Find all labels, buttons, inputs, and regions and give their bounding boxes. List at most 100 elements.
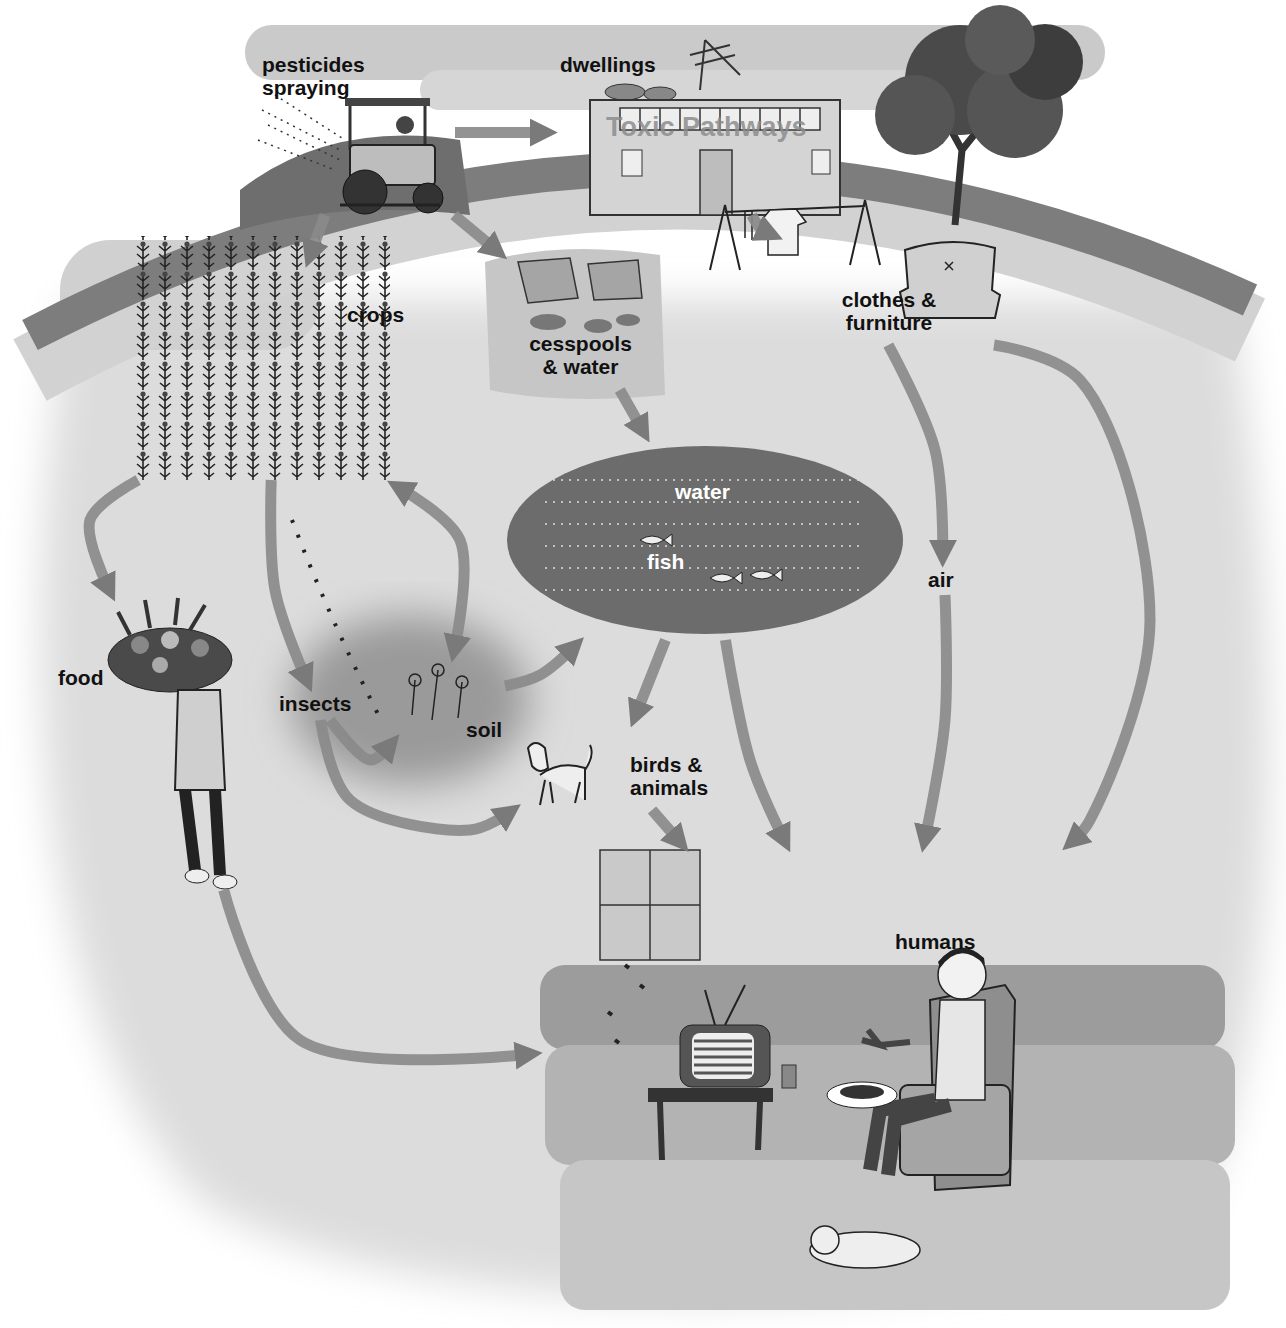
node-label: pesticides spraying [262, 53, 377, 99]
node-label: insects [279, 692, 359, 715]
node-label: air [928, 568, 968, 591]
node-label: humans [895, 930, 985, 953]
pathway-arrow [330, 720, 389, 760]
tv-table [648, 1088, 773, 1102]
food-item [152, 657, 168, 673]
fish-icon [640, 534, 672, 546]
pathway-node: pesticides spraying [255, 50, 455, 215]
insect-trail [292, 520, 382, 722]
pond-ripple [545, 567, 865, 569]
food-basket [108, 628, 232, 692]
carrier-legs [185, 790, 220, 875]
tractor-wheel [413, 183, 443, 213]
pond-ripple [545, 523, 865, 525]
window-frame [600, 850, 700, 960]
node-label: clothes & furniture [833, 288, 945, 334]
tractor-plough [340, 204, 440, 207]
spray-mist [258, 95, 345, 170]
node-label: soil [466, 718, 511, 741]
cesspool-puddle [616, 314, 640, 326]
pathway-arrow [652, 810, 678, 839]
pathway-arrow [725, 640, 782, 837]
food-item [161, 631, 179, 649]
pathway-arrow [89, 480, 138, 586]
pathway-node: air [920, 565, 970, 595]
pond-node: water fish [505, 440, 905, 640]
node-label: cesspools & water [523, 332, 638, 378]
fish-icon [750, 569, 782, 581]
pathway-node: cesspools & water [505, 250, 655, 390]
boy-shirt [935, 1000, 985, 1100]
armchair-stitch [945, 262, 953, 270]
dog-head [528, 743, 548, 771]
table-legs [660, 1102, 760, 1160]
pond-water [507, 446, 903, 634]
node-label: fish [647, 550, 697, 573]
node-label: water [675, 480, 755, 503]
boy-legs [870, 1100, 950, 1175]
pathway-arrow [402, 489, 465, 646]
pathway-node: insects [275, 690, 355, 720]
room-wall [540, 965, 1225, 1050]
pathway-arrow [455, 127, 541, 138]
pathway-node: food [55, 600, 245, 890]
pathway-node: dwellings [555, 50, 845, 215]
pathway-arrow [311, 215, 324, 252]
tv-set [680, 1025, 770, 1087]
house-window [622, 150, 642, 176]
clothesline [710, 200, 880, 270]
pathway-node: crops [125, 265, 410, 480]
tractor-wheel [343, 170, 387, 214]
house-door [700, 150, 732, 215]
pond-ripple [545, 545, 865, 547]
crop-field [128, 236, 390, 481]
carrier-shoe [213, 875, 237, 889]
pathway-arrow [637, 640, 665, 712]
hanging-cloth [745, 211, 752, 240]
node-label: crops [347, 303, 409, 326]
flower-head [432, 664, 444, 676]
tv-stripes [694, 1041, 752, 1073]
cesspool-puddle [530, 314, 566, 330]
pathway-arrow [752, 215, 768, 233]
carrot-snack [862, 1030, 910, 1045]
table-cup [782, 1065, 796, 1088]
pathway-arrow [271, 480, 305, 677]
fish-icon [710, 572, 742, 584]
pathway-arrow [620, 390, 641, 428]
ants [608, 965, 644, 1043]
food-item [191, 639, 209, 657]
pond-ripple [545, 589, 865, 591]
flower-head [409, 674, 421, 686]
pathway-arrow [994, 345, 1150, 839]
pathway-node: birds & animals [520, 725, 710, 810]
tractor-driver [396, 116, 414, 134]
flower-stem [412, 670, 462, 720]
food-item [131, 636, 149, 654]
cesspool-slab [588, 260, 642, 300]
house-window [812, 150, 830, 174]
roof-antenna [690, 40, 740, 90]
pathway-node: humans [540, 850, 1230, 1305]
room-floor [560, 1160, 1230, 1310]
pathway-arrow [505, 649, 572, 686]
pathway-node: soil [400, 660, 505, 745]
pathway-arrow [224, 890, 526, 1060]
tree-canopy [875, 75, 955, 155]
field-patch [240, 136, 470, 230]
water-tank [644, 87, 676, 101]
carrier-shoe [185, 869, 209, 883]
cesspool-puddle [584, 319, 612, 333]
tv-screen [692, 1033, 754, 1079]
flower-head [456, 676, 468, 688]
tractor-canopy [345, 98, 430, 106]
water-tank [605, 84, 645, 100]
pond-outline [505, 440, 905, 640]
tractor-pole [350, 106, 425, 150]
cesspool-slab [518, 258, 578, 303]
sleeping-dog-head [811, 1226, 839, 1254]
